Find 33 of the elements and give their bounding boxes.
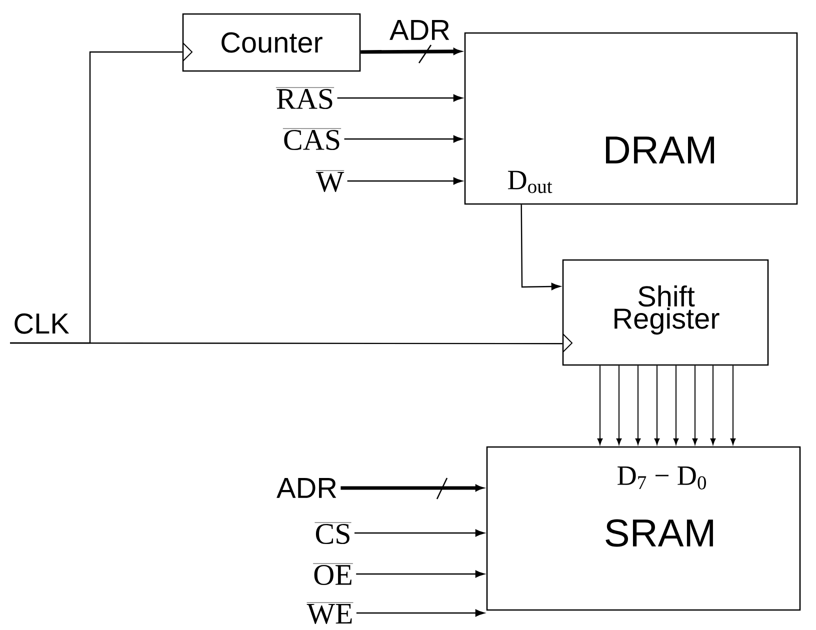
arrow	[597, 365, 603, 445]
arrow	[730, 365, 736, 445]
block-label: Shift Register	[614, 285, 720, 335]
signal-name: W	[316, 170, 344, 192]
clock-arrow	[10, 334, 573, 352]
signal-name: CS	[314, 522, 352, 544]
arrow	[520, 204, 560, 290]
arrow	[337, 94, 462, 102]
pin-label: D$_{out}$	[508, 170, 552, 194]
arrow	[344, 135, 462, 143]
arrow	[616, 365, 622, 445]
arrow	[635, 365, 641, 445]
pin-label: D$_{7}$ − D$_{0}$	[618, 466, 706, 490]
signal-name: CAS	[282, 128, 342, 150]
block-label: Counter	[222, 32, 322, 53]
bus-arrow	[360, 44, 461, 64]
signal-name: CLK	[14, 313, 70, 334]
arrow	[673, 365, 679, 445]
signal-name: WE	[306, 602, 354, 624]
bus-arrow	[340, 478, 483, 500]
block-label: DRAM	[606, 136, 714, 164]
arrow	[710, 365, 716, 445]
signal-name: ADR	[276, 478, 336, 498]
arrow	[347, 177, 462, 185]
arrow	[356, 570, 484, 578]
edge-label: ADR	[388, 19, 452, 41]
block-label: SRAM	[606, 519, 713, 547]
arrow	[692, 365, 698, 445]
arrow	[356, 609, 484, 617]
arrow	[654, 365, 660, 445]
signal-name: OE	[312, 563, 354, 586]
arrow	[354, 529, 484, 537]
signal-name: RAS	[276, 87, 334, 110]
